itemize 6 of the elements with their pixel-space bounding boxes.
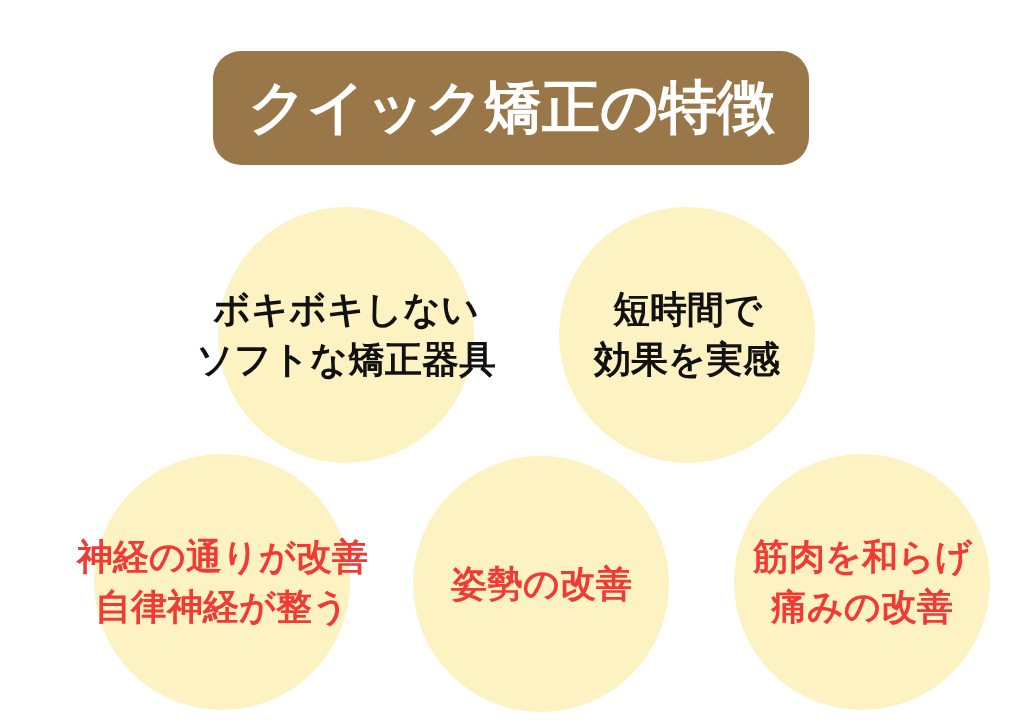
feature-text: ボキボキしないソフトな矯正器具: [196, 287, 496, 383]
feature-text: 短時間で効果を実感: [594, 287, 780, 383]
feature-text: 姿勢の改善: [450, 562, 632, 606]
feature-text: 神経の通りが改善自律神経が整う: [76, 535, 368, 629]
feature-text: 筋肉を和らげ痛みの改善: [752, 535, 972, 629]
title-banner: クイック矯正の特徴: [213, 51, 809, 165]
